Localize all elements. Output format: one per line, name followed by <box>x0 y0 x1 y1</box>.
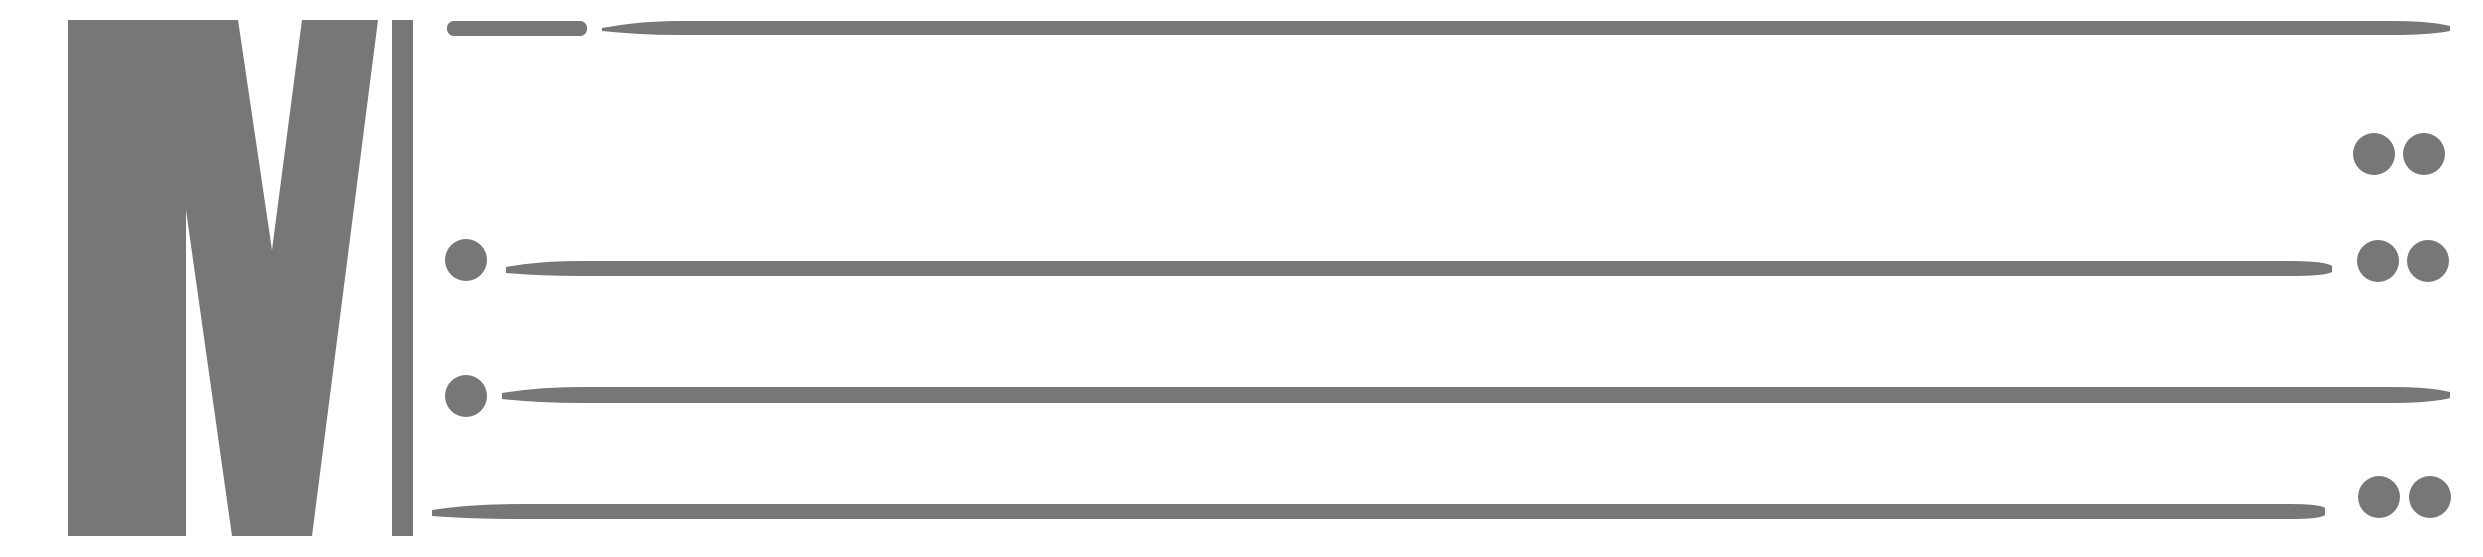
row-2-dot-b <box>2403 133 2445 175</box>
row-1-short-dash <box>447 21 587 36</box>
row-3-left-dot <box>445 239 487 281</box>
n-logo-mark <box>68 20 378 536</box>
vertical-divider <box>392 20 413 536</box>
row-2-dot-a <box>2353 133 2395 175</box>
row-5-dot-a <box>2358 476 2400 518</box>
row-5-line <box>432 504 2325 519</box>
row-3-dot-a <box>2357 240 2399 282</box>
row-3-dot-b <box>2407 240 2449 282</box>
row-3-line <box>506 261 2332 276</box>
row-4-line <box>502 387 2450 403</box>
row-5-dot-b <box>2409 476 2451 518</box>
row-1-line <box>602 21 2450 35</box>
row-4-left-dot <box>445 375 487 417</box>
